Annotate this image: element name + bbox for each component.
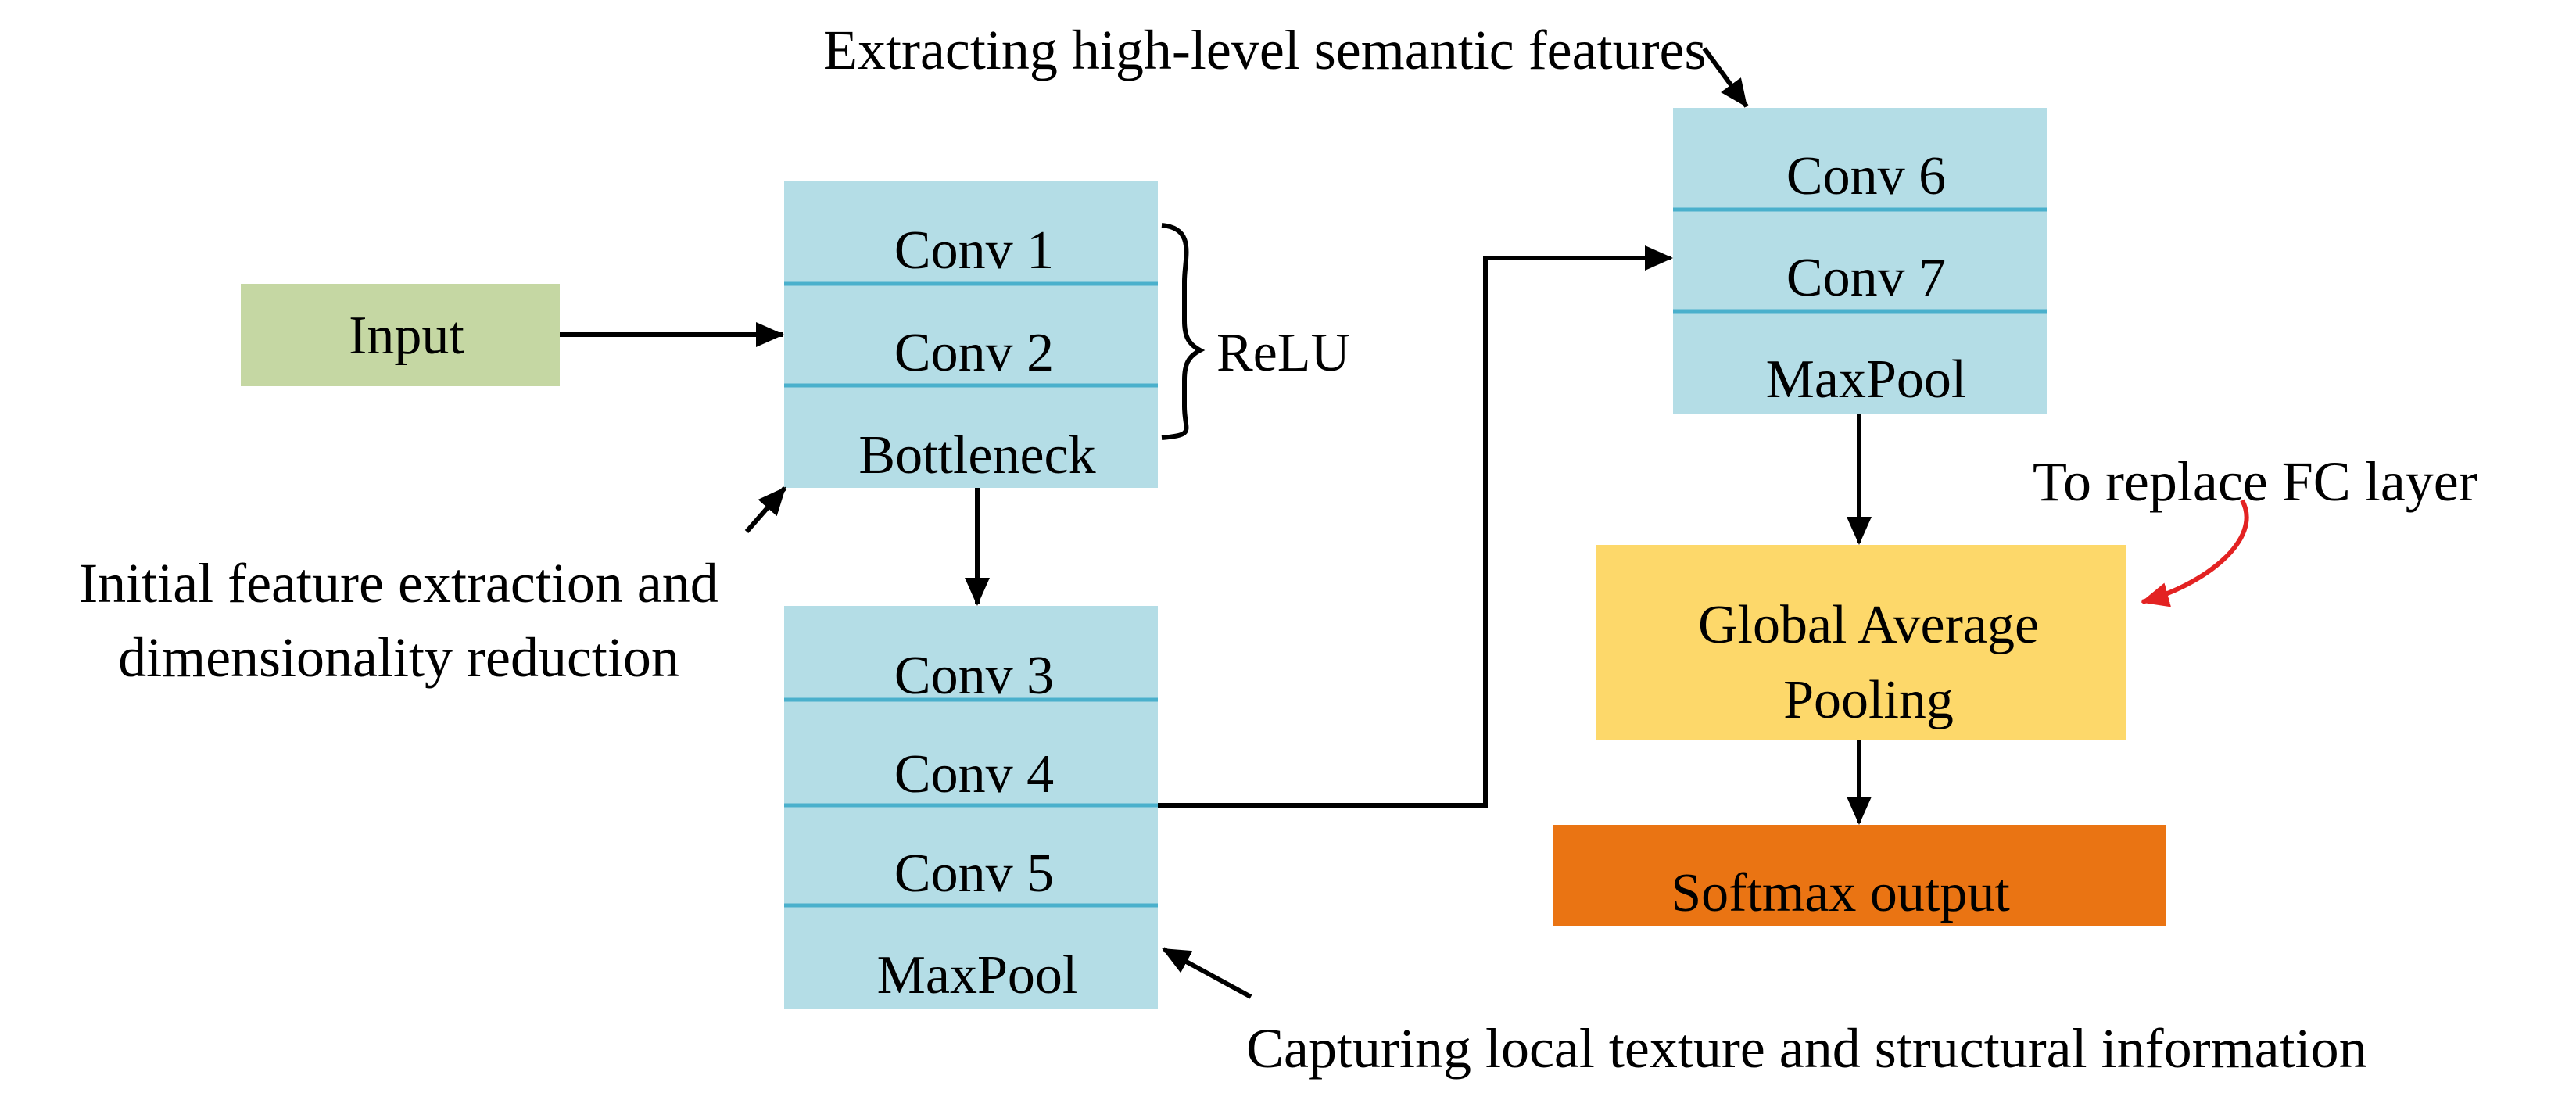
input-block: Input — [241, 284, 560, 386]
gap-block: Global Average Pooling — [1596, 545, 2126, 740]
relu-label: ReLU — [1216, 323, 1350, 383]
arrow-initial-pointer — [744, 486, 787, 533]
input-label: Input — [349, 306, 464, 366]
layer-label-maxpool-stage2: MaxPool — [877, 945, 1078, 1005]
stage2-block: Conv 3 Conv 4 Conv 5 MaxPool — [784, 606, 1158, 1009]
layer-label-conv4: Conv 4 — [894, 744, 1054, 804]
softmax-block: Softmax output — [1553, 825, 2166, 926]
stage1-block: Conv 1 Conv 2 Bottleneck — [784, 181, 1158, 488]
arrow-stage2-to-stage3 — [1158, 245, 1673, 808]
annotation-local-texture: Capturing local texture and structural i… — [1246, 1017, 2367, 1080]
gap-label-line1: Global Average — [1698, 595, 2039, 655]
layer-label-maxpool-stage3: MaxPool — [1766, 349, 1967, 410]
arrow-local-texture-pointer — [1162, 947, 1252, 999]
annotation-initial-line2: dimensionality reduction — [118, 626, 679, 689]
layer-label-conv2: Conv 2 — [894, 323, 1054, 383]
layer-label-conv1: Conv 1 — [894, 220, 1054, 281]
gap-label-line2: Pooling — [1783, 670, 1954, 730]
relu-brace — [1161, 223, 1206, 440]
arrow-replace-fc-pointer — [2141, 499, 2249, 607]
annotation-replace-fc: To replace FC layer — [2033, 450, 2477, 513]
softmax-label: Softmax output — [1671, 863, 2010, 923]
layer-label-conv6: Conv 6 — [1786, 146, 1946, 206]
layer-label-bottleneck: Bottleneck — [858, 425, 1095, 486]
stage3-block: Conv 6 Conv 7 MaxPool — [1673, 108, 2047, 414]
annotation-initial-line1: Initial feature extraction and — [79, 552, 718, 615]
layer-label-conv3: Conv 3 — [894, 646, 1054, 706]
layer-label-conv5: Conv 5 — [894, 844, 1054, 904]
arrow-high-level-pointer — [1702, 47, 1749, 108]
annotation-high-level: Extracting high-level semantic features — [823, 19, 1707, 81]
layer-label-conv7: Conv 7 — [1786, 248, 1946, 308]
